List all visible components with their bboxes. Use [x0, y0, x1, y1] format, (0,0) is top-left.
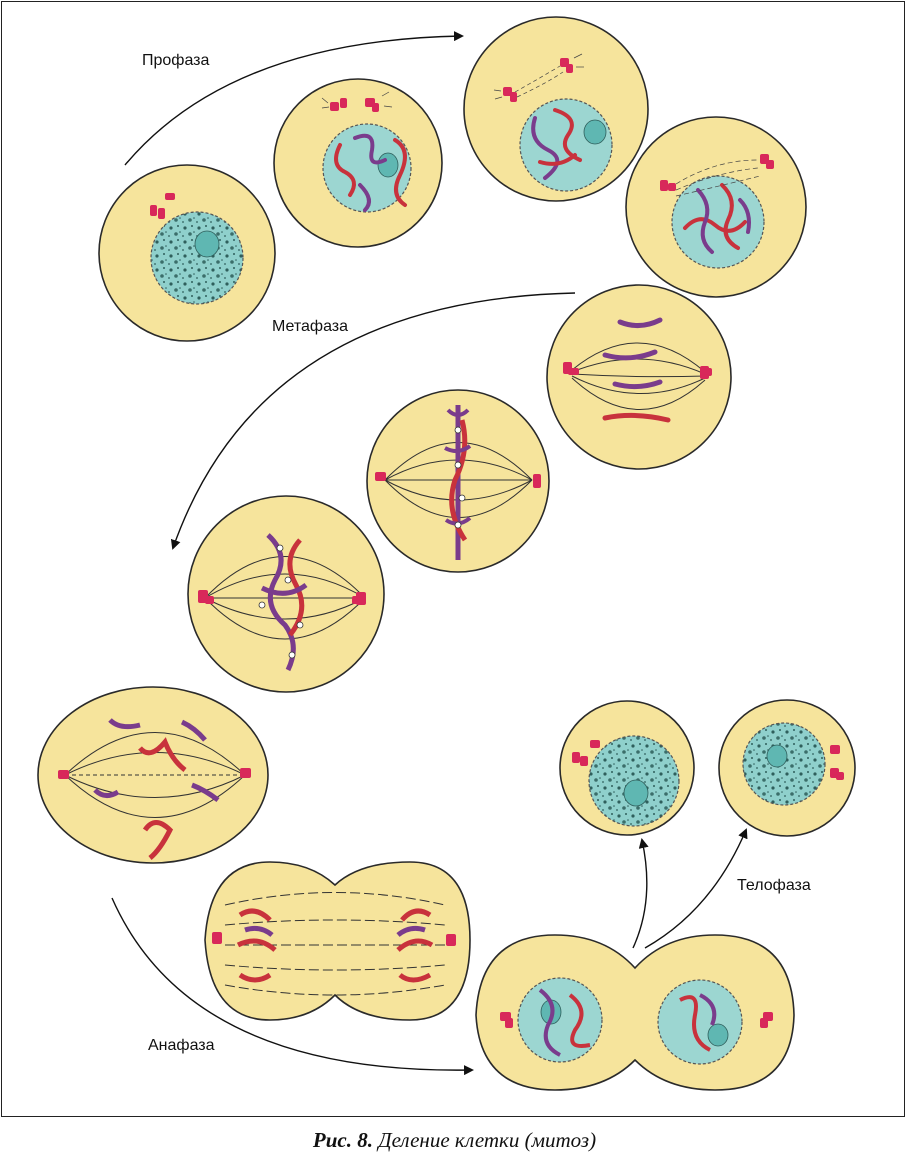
- telophase-arrow-up: [633, 840, 647, 948]
- cell-metaphase-3: [188, 496, 384, 692]
- telophase-arrow-right: [645, 830, 746, 948]
- nucleus: [518, 978, 602, 1062]
- cell-metaphase-1: [547, 285, 731, 469]
- daughter-cell-left: [560, 701, 694, 835]
- caption-text: Деление клетки (митоз): [378, 1128, 596, 1152]
- prophase-label: Профаза: [142, 52, 209, 70]
- cell-metaphase-2: [367, 390, 549, 572]
- nucleus: [151, 212, 243, 304]
- caption-label: Рис. 8.: [313, 1128, 373, 1152]
- cell-prophase-1: [99, 165, 275, 341]
- nucleus: [658, 980, 742, 1064]
- metaphase-label: Метафаза: [272, 318, 348, 336]
- figure-caption: Рис. 8. Деление клетки (митоз): [0, 1128, 909, 1153]
- anaphase-label: Анафаза: [148, 1037, 215, 1055]
- cell-anaphase-1: [38, 687, 268, 863]
- cell-prophase-4: [626, 117, 806, 297]
- cell-telophase-dividing: [476, 935, 794, 1090]
- telophase-label: Телофаза: [737, 877, 811, 895]
- cell-anaphase-2: [205, 862, 470, 1020]
- cell-prophase-3: [464, 17, 648, 201]
- daughter-cell-right: [719, 700, 855, 836]
- cell-prophase-2: [274, 79, 442, 247]
